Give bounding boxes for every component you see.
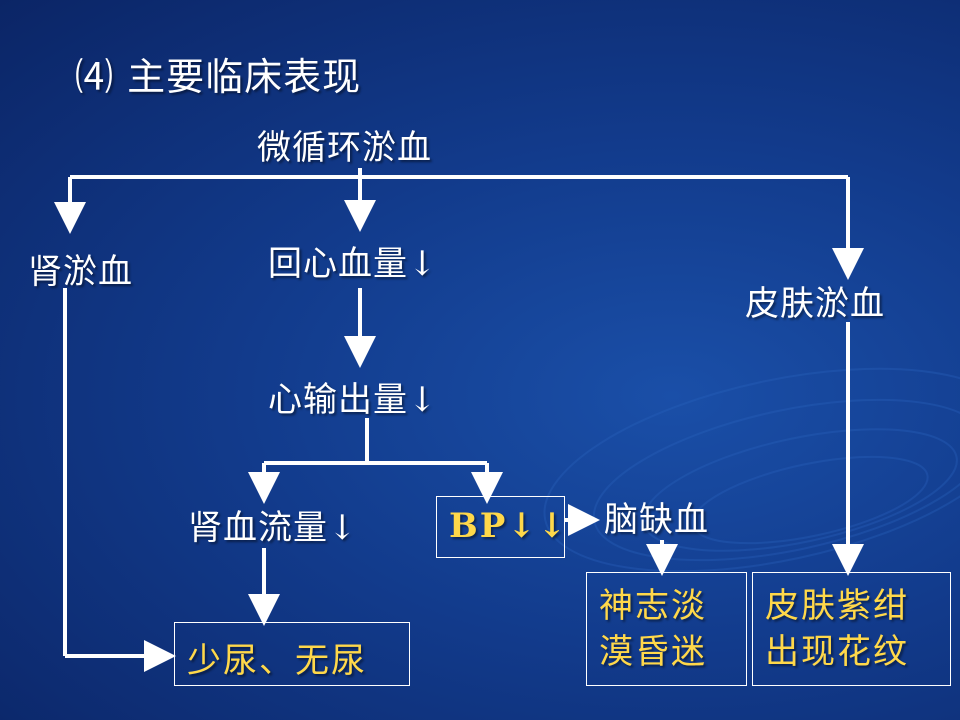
page-title: ⑷ 主要临床表现: [75, 55, 362, 99]
node-skin-congestion: 皮肤淤血: [745, 284, 885, 324]
bp-label: BP↓↓: [449, 506, 569, 546]
node-brain-ischemia: 脑缺血: [604, 500, 709, 540]
node-cardiac-output: 心输出量↓: [268, 380, 438, 420]
oliguria-label: 少尿、无尿: [187, 641, 367, 681]
node-mental-state-box: 神志淡 漠昏迷: [586, 572, 747, 686]
skin-line-2: 出现花纹: [765, 632, 909, 672]
node-renal-blood-flow: 肾血流量↓: [188, 508, 358, 548]
skin-line-1: 皮肤紫绀: [765, 586, 909, 626]
node-renal-congestion: 肾淤血: [28, 252, 133, 292]
node-venous-return: 回心血量↓: [268, 244, 438, 284]
node-skin-cyanosis-box: 皮肤紫绀 出现花纹: [752, 572, 951, 686]
node-oliguria-box: 少尿、无尿: [174, 622, 410, 686]
node-microcirculation-congestion: 微循环淤血: [257, 128, 432, 168]
mental-line-2: 漠昏迷: [599, 632, 707, 672]
node-bp-box: BP↓↓: [436, 496, 569, 558]
mental-line-1: 神志淡: [599, 586, 707, 626]
